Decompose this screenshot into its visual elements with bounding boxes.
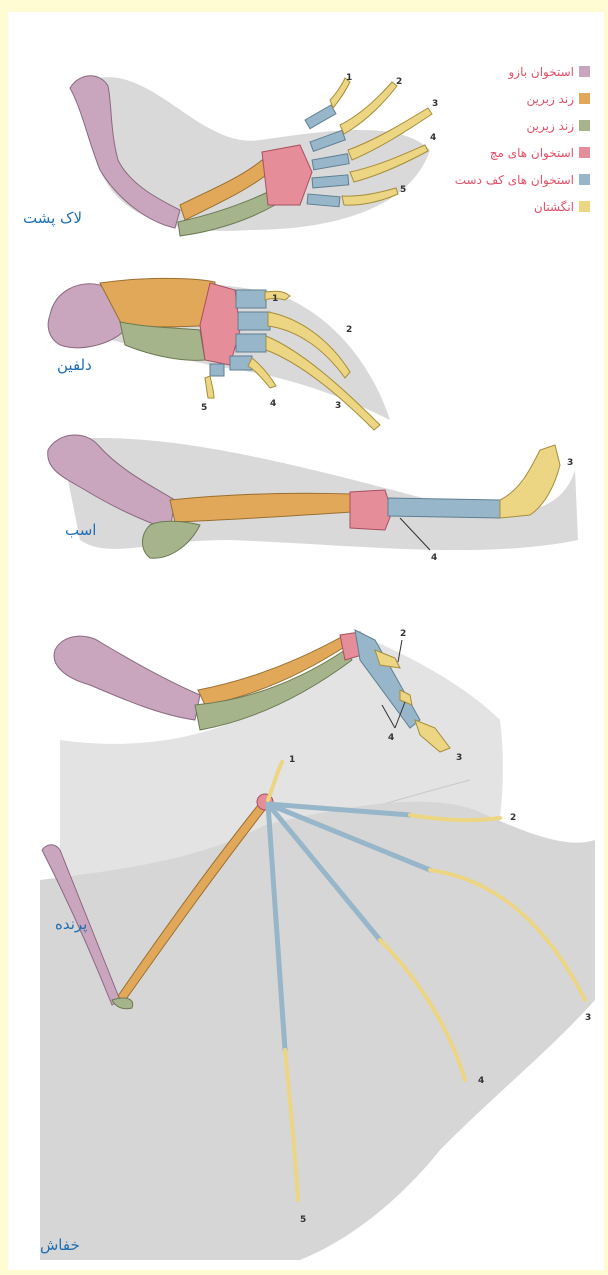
legend-label: استخوان های مچ	[490, 146, 574, 160]
horse-limb: 3 4	[48, 435, 578, 563]
bat-wing-membrane	[40, 802, 595, 1260]
legend-label: استخوان های کف دست	[455, 173, 574, 187]
legend-item-radius: زند زبرین	[400, 89, 590, 108]
legend-item-metacarpals: استخوان های کف دست	[400, 170, 590, 189]
bat-digit-number-5: 5	[300, 1215, 306, 1225]
bone-legend: استخوان بازو زند زبرین زند زیرین استخوان…	[400, 62, 590, 224]
horse-digit-number-3: 3	[567, 458, 573, 468]
label-turtle: لاک پشت	[23, 209, 82, 227]
bird-digit-number-2: 2	[400, 629, 406, 639]
legend-label: زند زبرین	[527, 92, 574, 106]
label-horse: اسب	[65, 521, 96, 539]
legend-item-humerus: استخوان بازو	[400, 62, 590, 81]
dolphin-digit-number-5: 5	[201, 403, 207, 413]
legend-label: انگشتان	[534, 200, 574, 214]
label-dolphin: دلفین	[57, 356, 92, 374]
legend-swatch	[579, 201, 590, 212]
legend-label: زند زیرین	[527, 119, 574, 133]
dolphin-digit-number-4: 4	[270, 399, 276, 409]
turtle-limb: 1 2 3 4 5	[70, 73, 438, 236]
bat-digit-number-3: 3	[585, 1013, 591, 1023]
dolphin-digit-number-1: 1	[272, 294, 278, 304]
bat-digit-number-2: 2	[510, 813, 516, 823]
legend-item-ulna: زند زیرین	[400, 116, 590, 135]
horse-carpals	[350, 490, 392, 530]
dolphin-limb: 1 2 3 4 5	[48, 278, 390, 430]
horse-metacarpal	[388, 498, 504, 518]
legend-swatch	[579, 66, 590, 77]
legend-swatch	[579, 174, 590, 185]
bat-digit-number-4: 4	[478, 1076, 484, 1086]
legend-swatch	[579, 93, 590, 104]
bird-digit-number-4: 4	[388, 733, 394, 743]
bat-digit-number-1: 1	[289, 755, 295, 765]
dolphin-digit-number-2: 2	[346, 325, 352, 335]
dolphin-digit-number-3: 3	[335, 401, 341, 411]
turtle-digit-number-1: 1	[346, 73, 352, 83]
bird-digit-number-3: 3	[456, 753, 462, 763]
legend-item-phalanges: انگشتان	[400, 197, 590, 216]
label-bat: خفاش	[40, 1236, 80, 1254]
legend-label: استخوان بازو	[508, 65, 574, 79]
legend-swatch	[579, 120, 590, 131]
legend-swatch	[579, 147, 590, 158]
bird-humerus	[54, 636, 200, 720]
label-bird: پرنده	[55, 915, 87, 933]
legend-item-carpals: استخوان های مچ	[400, 143, 590, 162]
horse-digit-number-4: 4	[431, 553, 437, 563]
